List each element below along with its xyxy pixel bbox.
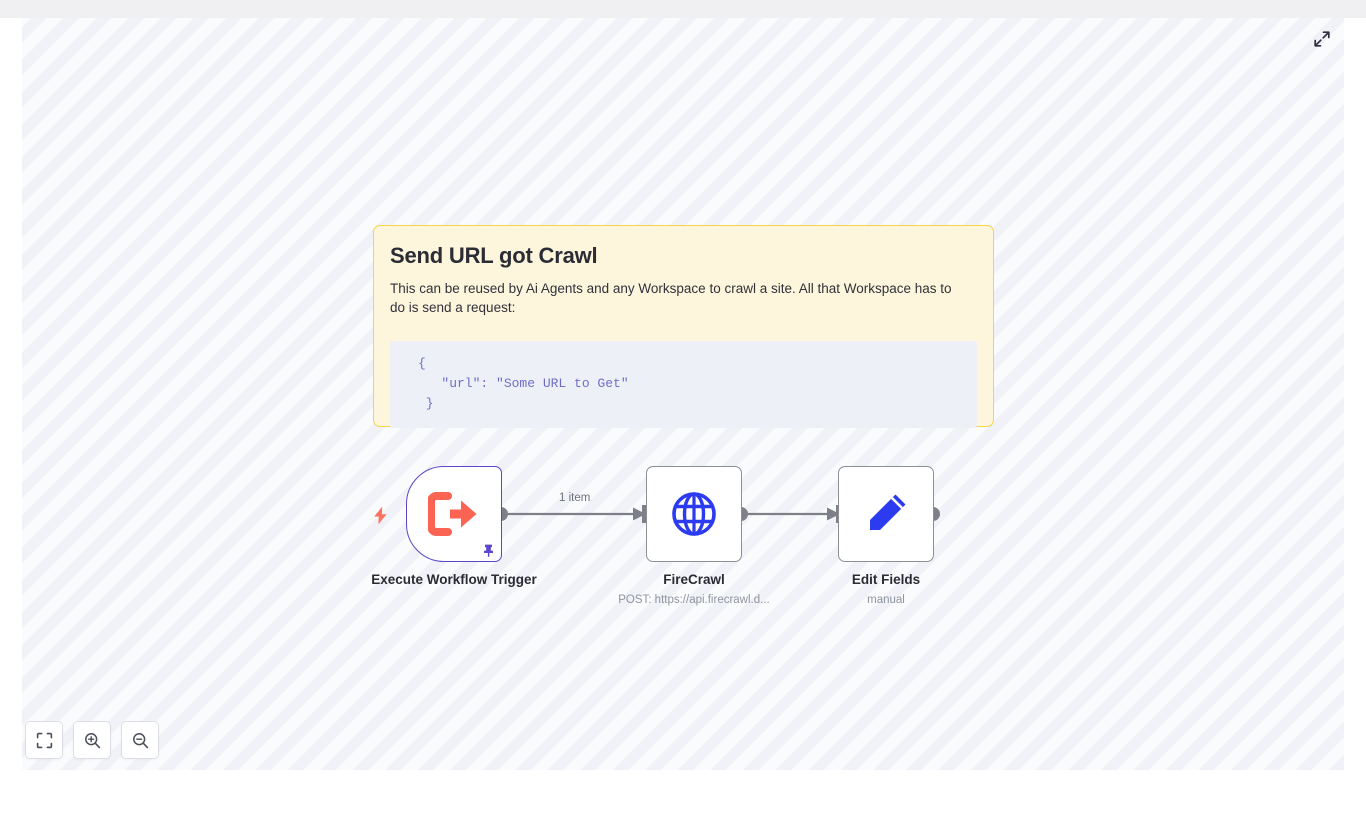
sticky-note-code-block: { "url": "Some URL to Get" }	[390, 340, 977, 429]
node-title: FireCrawl	[663, 572, 725, 587]
node-subtitle: POST: https://api.firecrawl.d...	[618, 593, 770, 606]
node-box-firecrawl[interactable]	[646, 466, 742, 562]
zoom-out-icon	[132, 732, 148, 748]
zoom-out-button[interactable]	[121, 721, 159, 759]
node-box-trigger[interactable]	[406, 466, 502, 562]
expand-icon[interactable]	[1311, 28, 1333, 50]
workflow-canvas[interactable]: Send URL got Crawl This can be reused by…	[22, 18, 1344, 770]
zoom-in-icon	[84, 732, 100, 748]
sticky-note-title: Send URL got Crawl	[390, 243, 598, 268]
sticky-note-body: This can be reused by Ai Agents and any …	[390, 280, 952, 315]
top-strip	[0, 0, 1366, 18]
globe-icon	[672, 492, 716, 536]
fit-to-screen-icon	[36, 732, 52, 748]
sticky-note[interactable]: Send URL got Crawl This can be reused by…	[373, 225, 994, 429]
workflow-exit-arrow-icon	[428, 492, 477, 536]
node-title: Edit Fields	[851, 572, 921, 587]
node-box-edit-fields[interactable]	[838, 466, 934, 562]
zoom-in-button[interactable]	[73, 721, 111, 759]
pencil-icon	[870, 494, 906, 530]
connection-label-1-item: 1 item	[559, 492, 591, 504]
node-firecrawl[interactable]: FireCrawl POST: https://api.firecrawl.d.…	[618, 466, 770, 606]
zoom-to-fit-button[interactable]	[25, 721, 63, 759]
node-caption-trigger: Execute Workflow Trigger	[349, 570, 559, 590]
canvas-controls	[25, 721, 159, 759]
pushpin-icon	[480, 542, 496, 558]
node-execute-workflow-trigger[interactable]: Execute Workflow Trigger	[371, 466, 537, 587]
node-title: Execute Workflow Trigger	[371, 572, 537, 587]
node-edit-fields[interactable]: Edit Fields manual	[838, 466, 934, 606]
node-subtitle: manual	[867, 593, 905, 606]
node-caption-firecrawl: FireCrawl POST: https://api.firecrawl.d.…	[589, 570, 799, 608]
node-caption-edit-fields: Edit Fields manual	[781, 570, 991, 608]
lightning-bolt-icon	[372, 506, 388, 524]
